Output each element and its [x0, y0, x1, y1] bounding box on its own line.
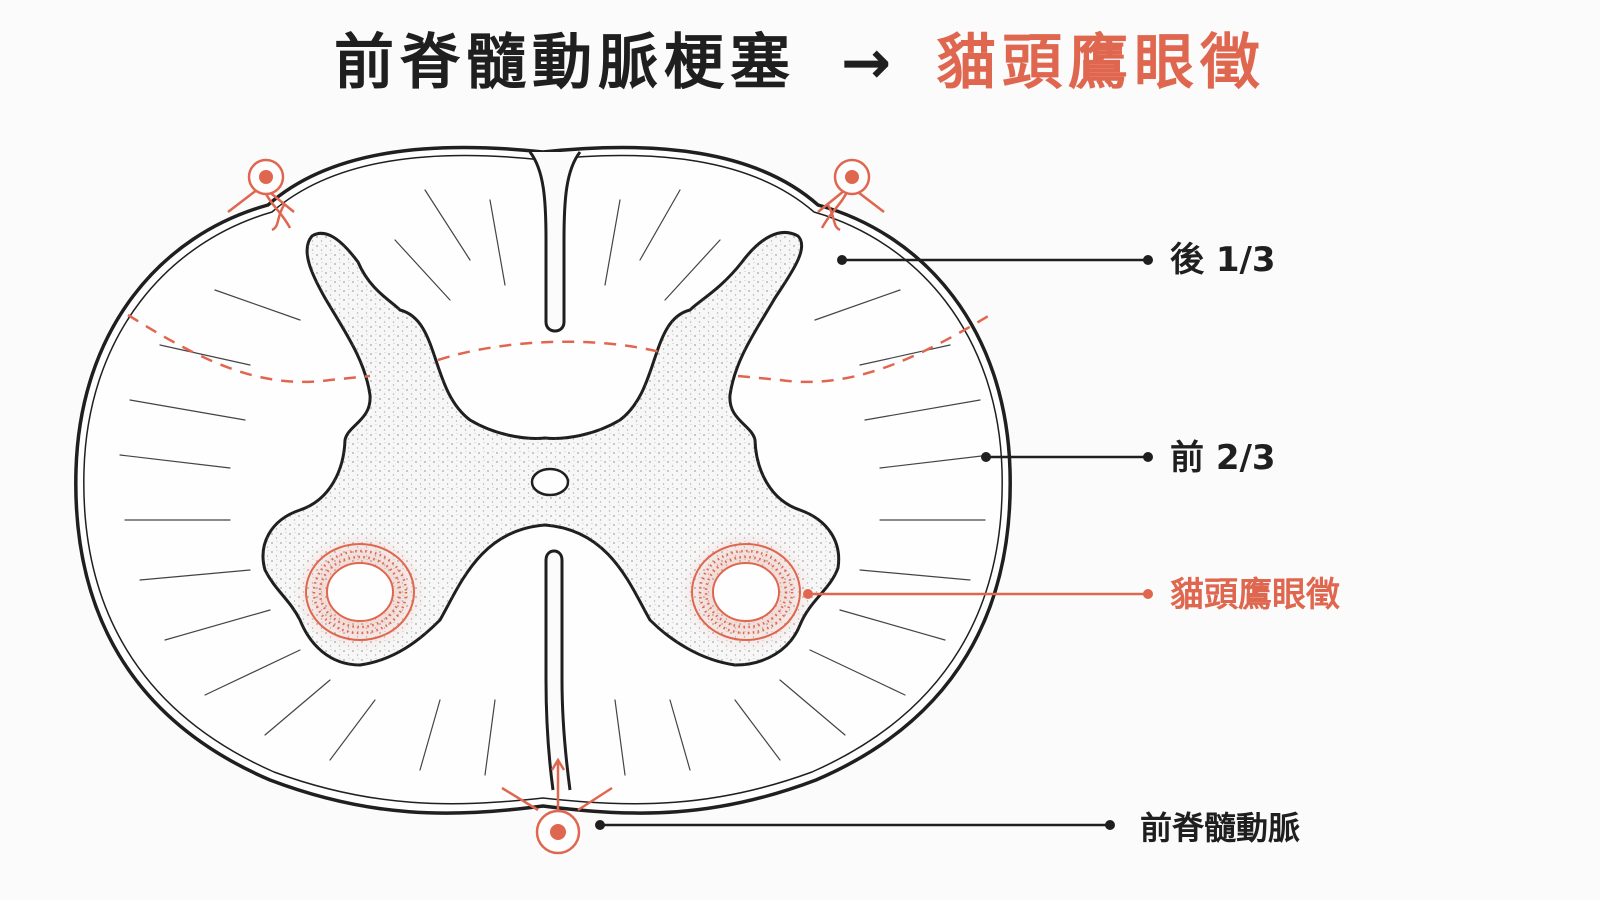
title-arrow-icon: →	[840, 28, 892, 98]
label-anterior-spinal-artery: 前脊髓動脈	[1140, 809, 1301, 847]
central-canal	[530, 467, 570, 497]
title-result: 貓頭鷹眼徵	[936, 28, 1267, 98]
label-owl-eye-sign: 貓頭鷹眼徵	[1170, 575, 1340, 615]
label-posterior-third: 後 1/3	[1170, 240, 1276, 280]
white-matter-strokes	[119, 189, 991, 776]
anterior-median-fissure	[544, 549, 572, 791]
anterior-spinal-artery-icon	[501, 757, 613, 855]
territory-boundary-dashed	[127, 313, 991, 384]
posterior-spinal-artery-left-icon	[227, 158, 295, 232]
pia-mater-line	[83, 154, 1003, 805]
leader-lines	[595, 255, 1153, 830]
label-anterior-two-thirds: 前 2/3	[1170, 438, 1276, 478]
posterior-median-sulcus	[528, 151, 582, 333]
title-main: 前脊髓動脈梗塞	[333, 28, 796, 98]
posterior-spinal-artery-right-icon	[817, 158, 885, 232]
owl-eye-lesion-right	[680, 532, 812, 652]
owl-eye-lesion-left	[294, 532, 426, 652]
diagram-title: 前脊髓動脈梗塞 → 貓頭鷹眼徵	[0, 18, 1600, 108]
